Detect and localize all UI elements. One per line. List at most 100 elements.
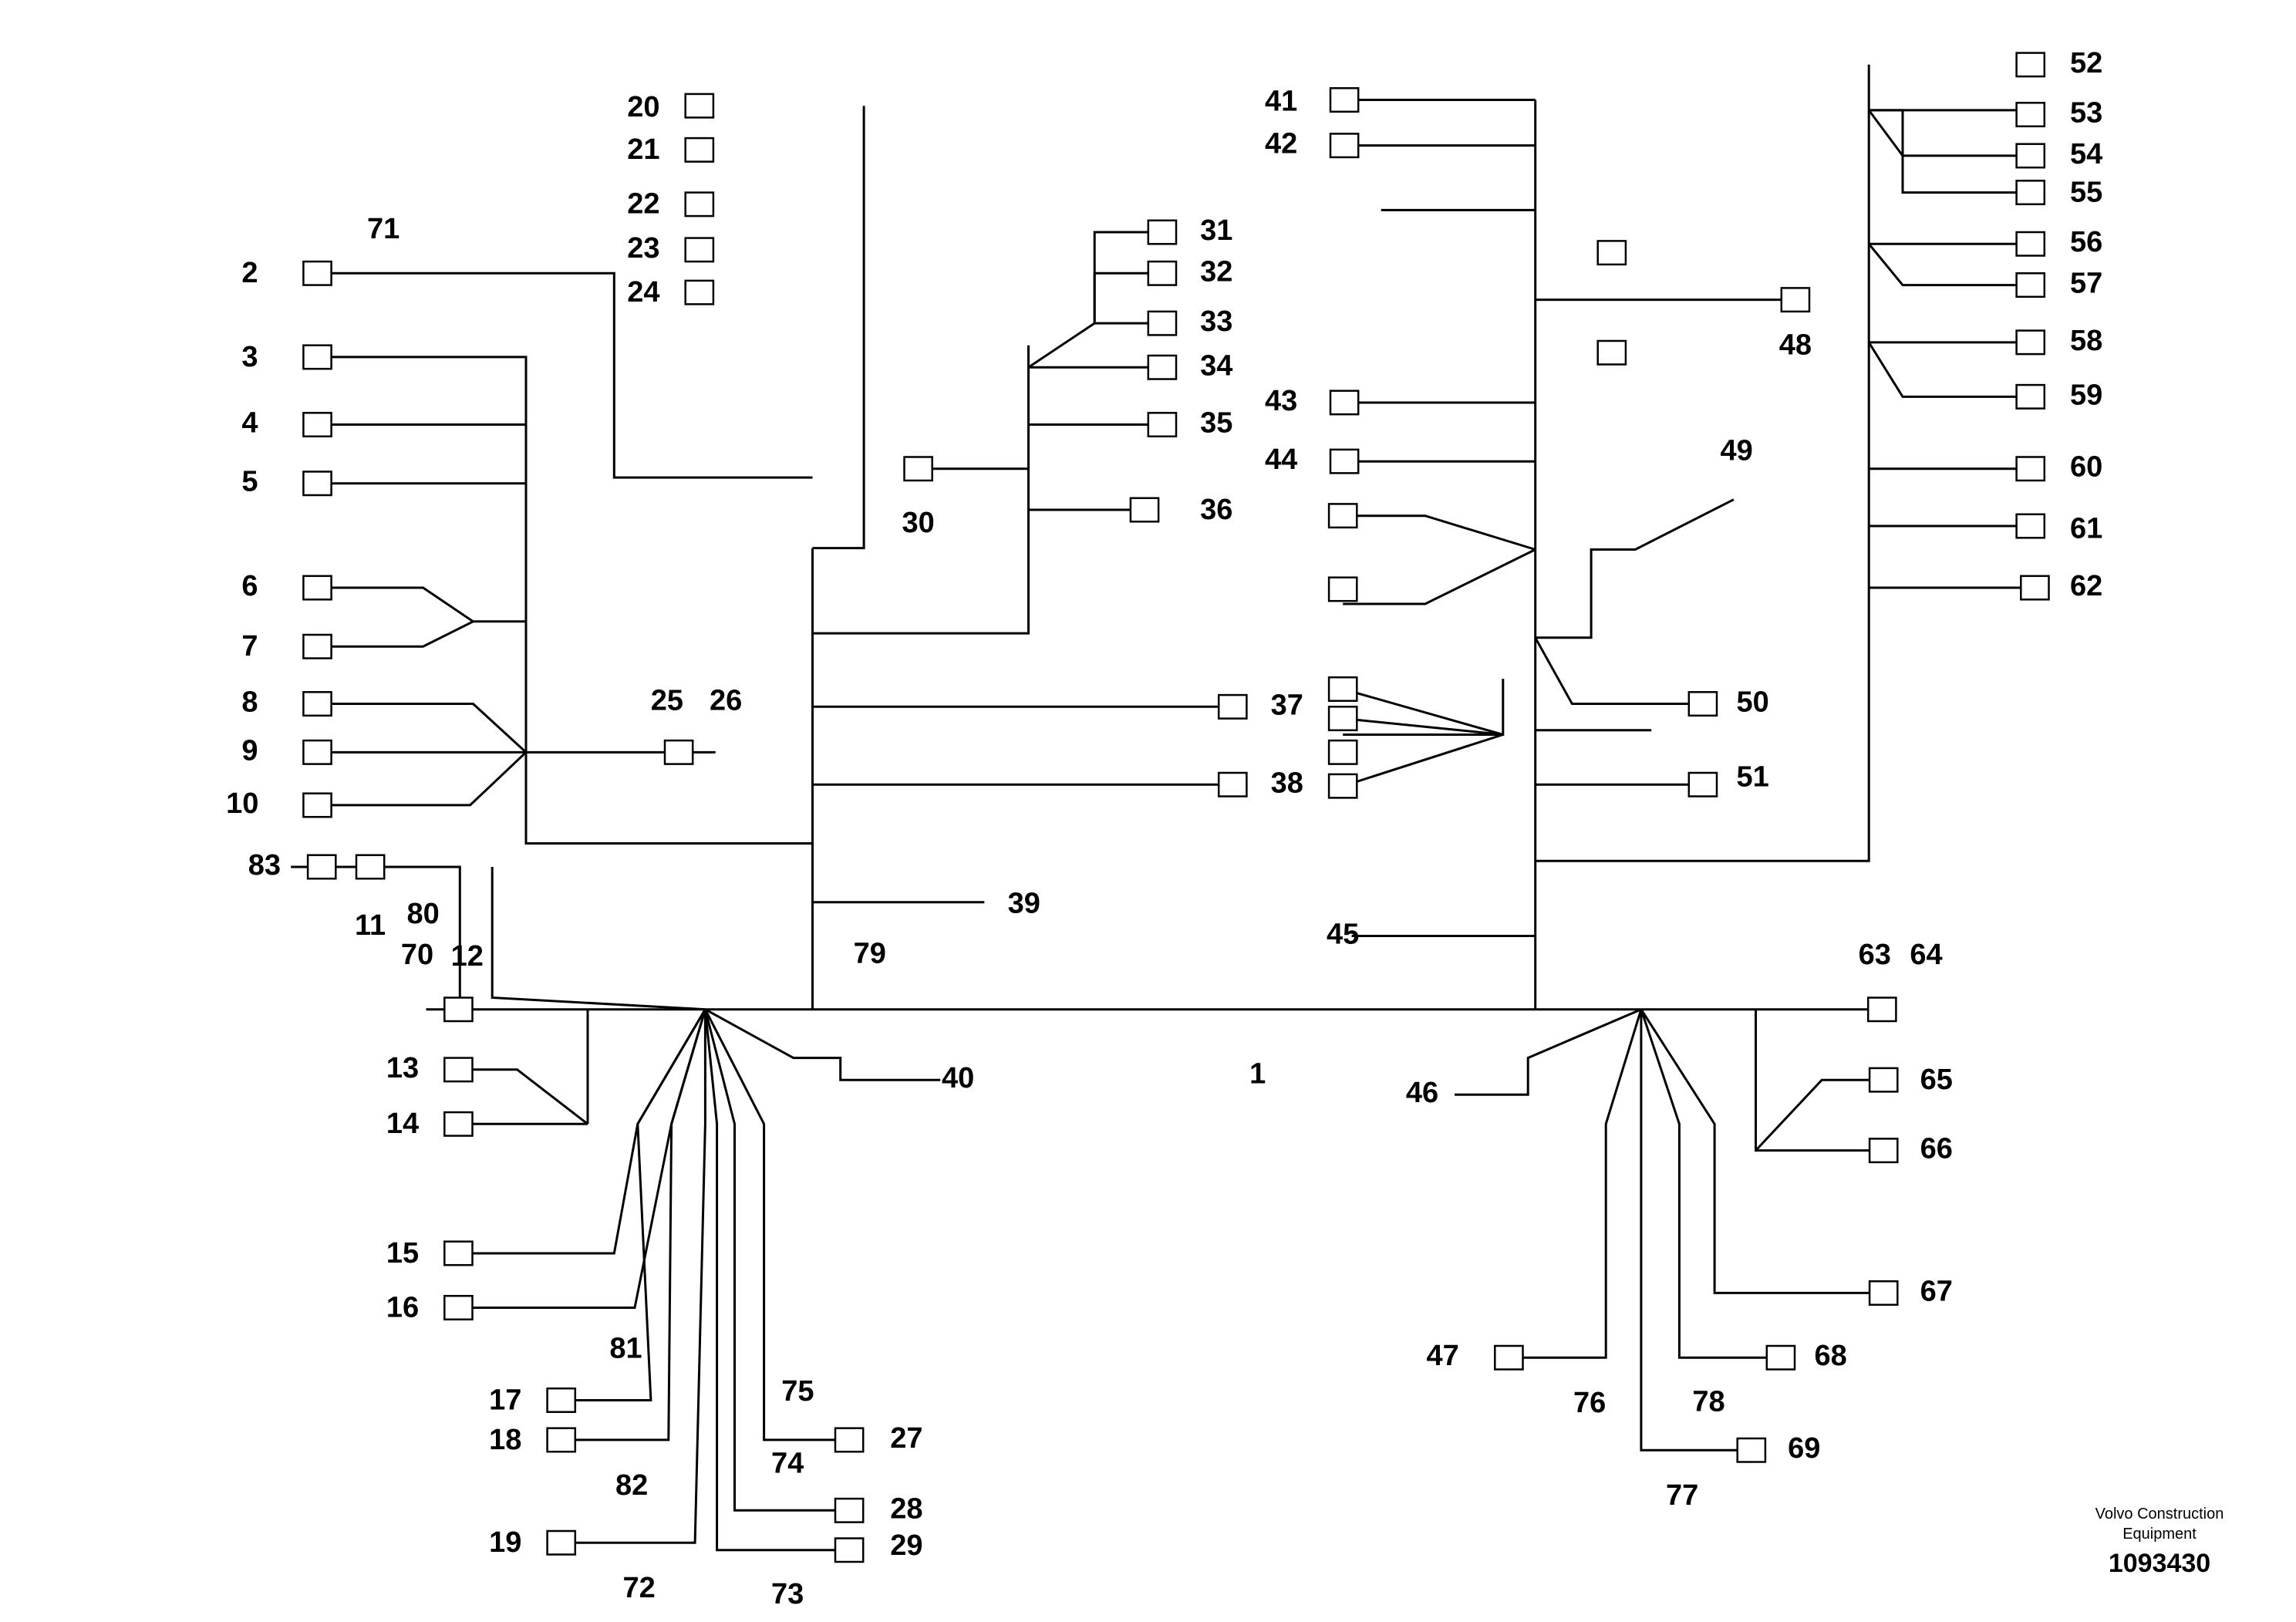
wire — [703, 1009, 850, 1552]
callout-4: 4 — [241, 407, 258, 440]
callout-60: 60 — [2070, 451, 2102, 484]
connector-box — [443, 996, 474, 1023]
callout-12: 12 — [451, 940, 484, 973]
callout-74: 74 — [771, 1447, 804, 1479]
wire — [1455, 1008, 1642, 1096]
callout-71: 71 — [367, 213, 400, 245]
callout-29: 29 — [890, 1529, 922, 1562]
callout-63: 63 — [1859, 939, 1891, 971]
connector-box — [302, 344, 332, 370]
callout-64: 64 — [1910, 939, 1942, 971]
connector-box — [1687, 771, 1718, 798]
callout-55: 55 — [2070, 177, 2102, 209]
connector-box — [903, 456, 933, 482]
connector-box — [302, 633, 332, 659]
connector-box — [1147, 260, 1178, 286]
wire — [1640, 1009, 1752, 1452]
callout-75: 75 — [781, 1375, 814, 1408]
connector-box — [684, 93, 715, 119]
wire — [1868, 243, 2031, 287]
connector-box — [2015, 102, 2046, 128]
connector-box — [1494, 1344, 1524, 1371]
wire — [1343, 548, 1536, 605]
callout-34: 34 — [1200, 349, 1232, 382]
wire — [1343, 717, 1503, 736]
connector-box — [2015, 513, 2046, 539]
callout-10: 10 — [226, 787, 258, 820]
connector-box — [1329, 87, 1360, 113]
connector-box — [1217, 771, 1248, 798]
callout-43: 43 — [1265, 385, 1297, 417]
callout-31: 31 — [1200, 214, 1232, 247]
callout-21: 21 — [627, 133, 659, 166]
connector-box — [302, 792, 332, 818]
wire — [1869, 109, 2031, 194]
connector-box — [2015, 143, 2046, 169]
connector-box — [1327, 706, 1358, 732]
callout-3: 3 — [241, 341, 258, 373]
callout-59: 59 — [2070, 379, 2102, 411]
connector-box — [1736, 1437, 1767, 1463]
callout-80: 80 — [406, 898, 439, 930]
callout-44: 44 — [1265, 443, 1297, 476]
connector-box — [834, 1497, 865, 1523]
callout-79: 79 — [854, 937, 886, 969]
callout-68: 68 — [1814, 1340, 1846, 1372]
connector-box — [306, 854, 337, 880]
callout-19: 19 — [489, 1526, 521, 1559]
callout-22: 22 — [627, 188, 659, 221]
harness-wires — [291, 64, 2035, 1552]
callout-70: 70 — [401, 939, 433, 971]
connector-boxes — [302, 52, 2050, 1563]
connector-box — [443, 1294, 474, 1320]
callout-50: 50 — [1737, 686, 1769, 719]
callout-49: 49 — [1721, 435, 1753, 467]
connector-box — [2015, 231, 2046, 257]
callout-56: 56 — [2070, 226, 2102, 258]
wire — [1342, 733, 1504, 787]
callout-47: 47 — [1427, 1340, 1459, 1372]
wire — [703, 1009, 850, 1512]
callout-42: 42 — [1265, 128, 1297, 160]
connector-box — [2015, 383, 2046, 410]
wire — [460, 1009, 706, 1309]
callout-24: 24 — [627, 276, 659, 309]
callout-6: 6 — [241, 570, 258, 602]
connector-box — [302, 739, 332, 765]
callout-54: 54 — [2070, 138, 2102, 170]
wire — [704, 1009, 850, 1442]
callout-36: 36 — [1200, 494, 1232, 526]
wire — [1535, 64, 1870, 862]
wire — [330, 703, 528, 754]
wire — [330, 271, 813, 479]
connector-box — [1596, 240, 1627, 266]
wire — [1093, 271, 1161, 324]
callout-83: 83 — [248, 849, 281, 882]
callout-57: 57 — [2070, 268, 2102, 300]
callout-48: 48 — [1779, 329, 1812, 362]
callout-13: 13 — [386, 1052, 419, 1084]
connector-box — [684, 237, 715, 263]
connector-box — [1329, 448, 1360, 474]
connector-box — [302, 260, 332, 286]
callout-7: 7 — [241, 630, 258, 663]
wire — [564, 1009, 706, 1544]
wire — [564, 1009, 706, 1442]
wire — [564, 1008, 706, 1401]
connector-box — [1327, 773, 1358, 799]
connector-box — [684, 191, 715, 218]
callout-17: 17 — [489, 1384, 521, 1416]
connector-box — [443, 1240, 474, 1266]
callout-66: 66 — [1920, 1133, 1953, 1165]
connector-box — [1329, 133, 1360, 159]
connector-box — [1596, 339, 1627, 366]
connector-box — [355, 854, 386, 880]
connector-box — [834, 1537, 865, 1563]
connector-box — [1327, 503, 1358, 529]
wire — [1867, 110, 2031, 157]
wire — [812, 345, 1030, 635]
callout-38: 38 — [1271, 767, 1303, 799]
connector-box — [663, 739, 694, 765]
callout-69: 69 — [1788, 1432, 1820, 1465]
